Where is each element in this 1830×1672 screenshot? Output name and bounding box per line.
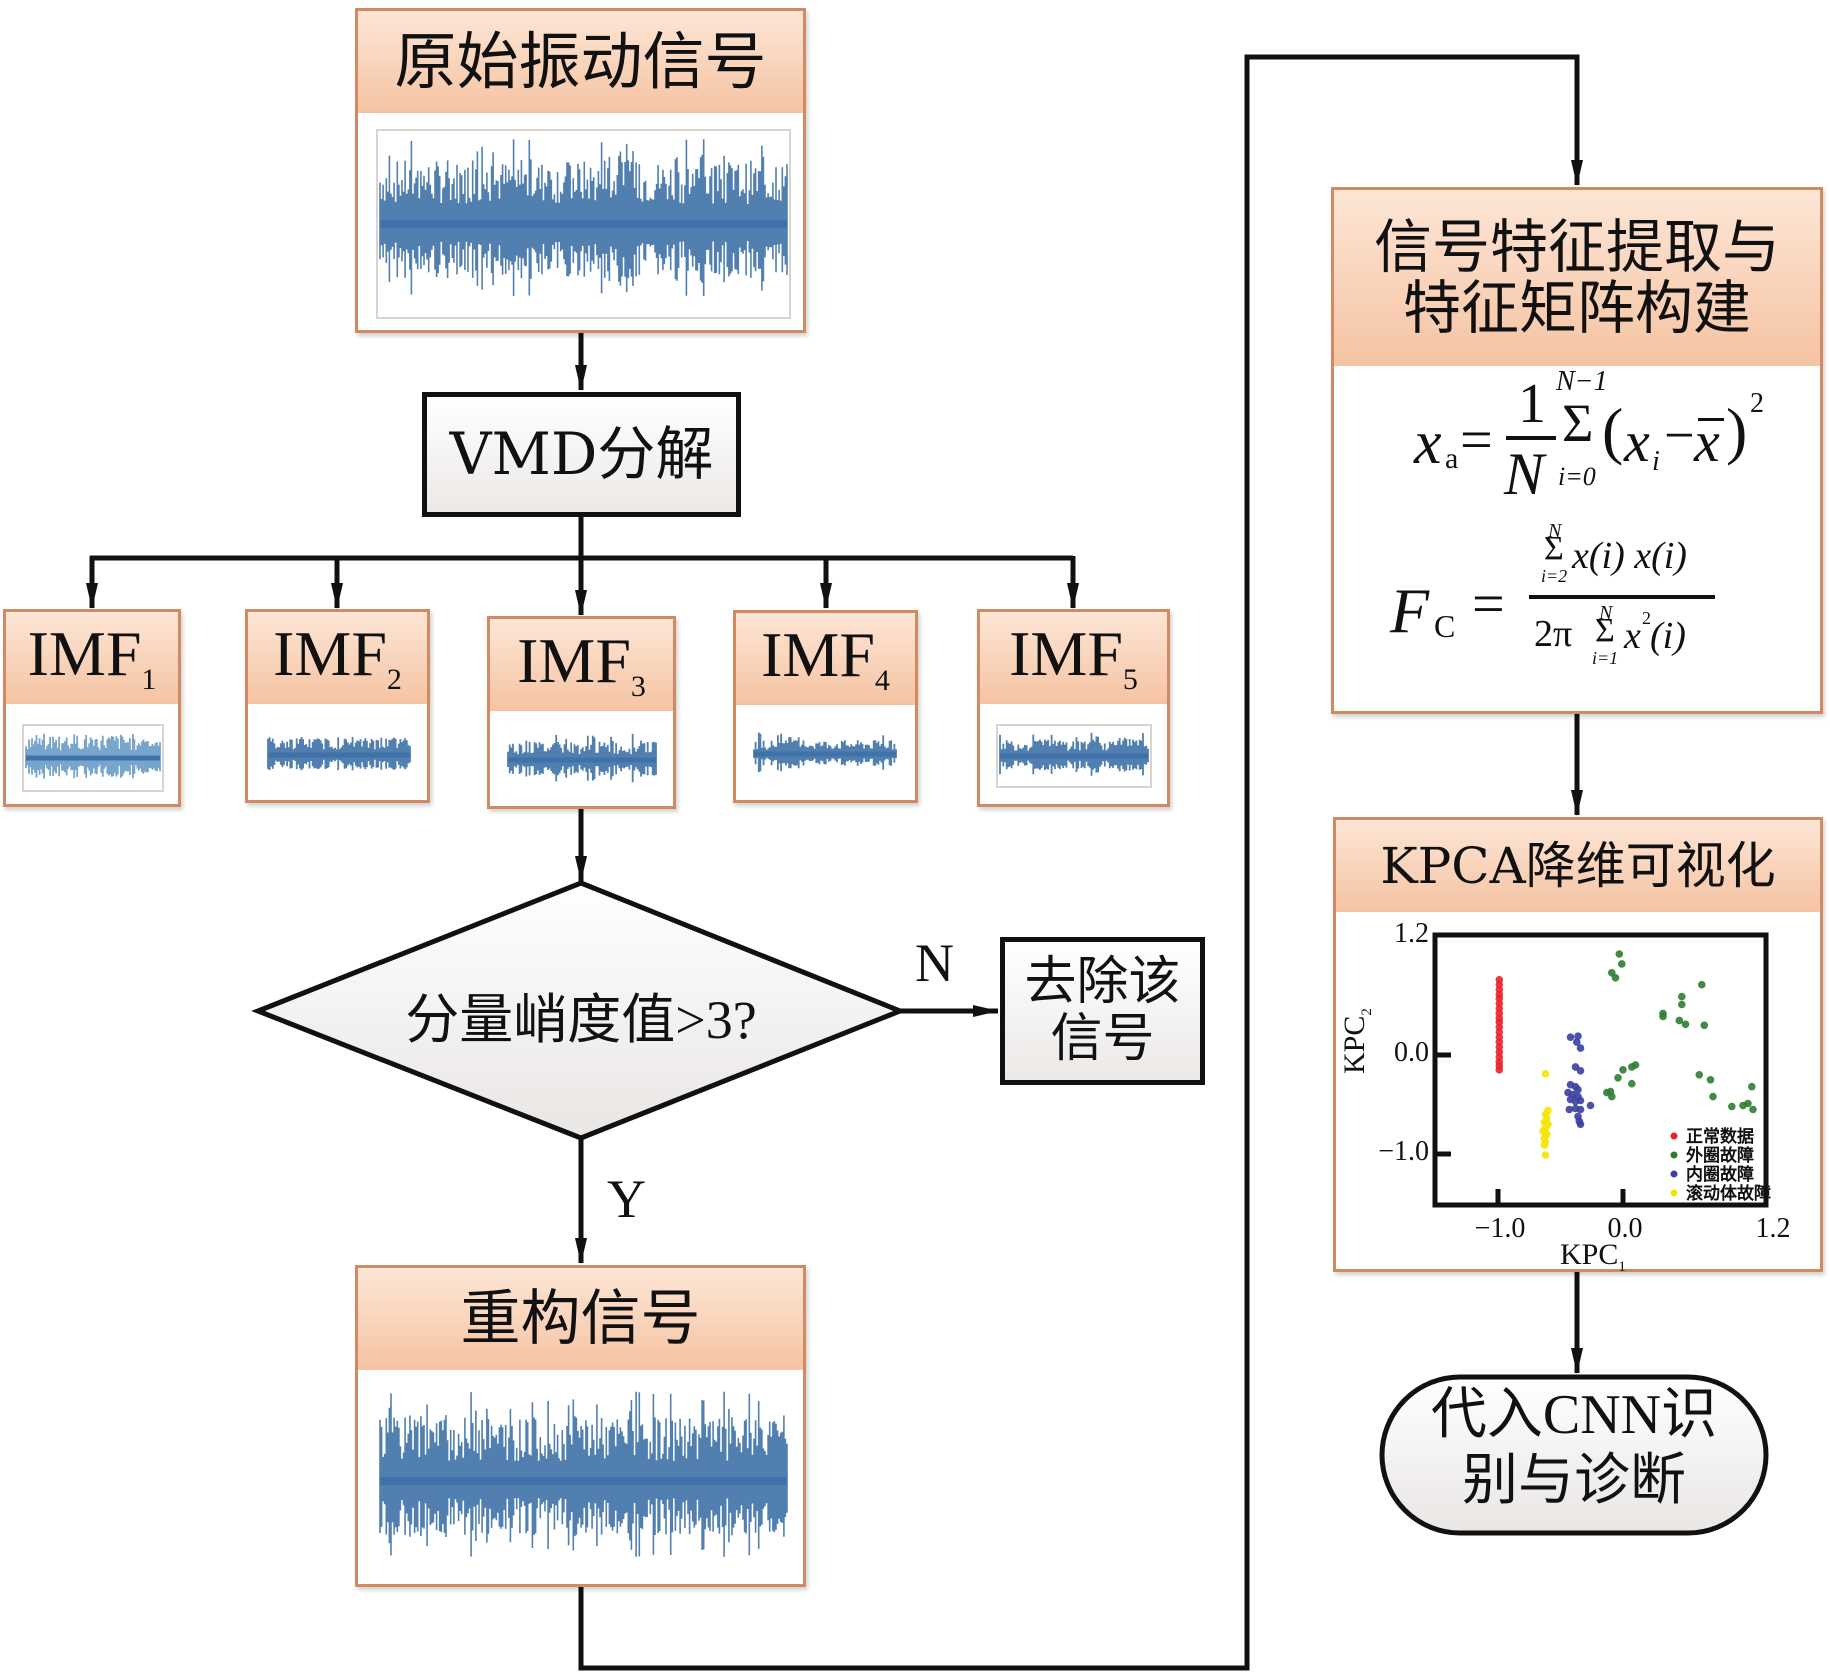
reconstruct-header: 重构信号: [358, 1268, 803, 1370]
y-tick-label: −1.0: [1378, 1136, 1429, 1167]
imf-header-3: IMF3: [490, 619, 673, 711]
imf-label-5: IMF5: [1009, 618, 1138, 697]
x-tick-label: 0.0: [1607, 1213, 1643, 1244]
imf2-waveform-icon: [267, 736, 411, 771]
edge-label-no: N: [915, 933, 954, 993]
waveform-trace: [379, 1391, 788, 1557]
x-tick-label: −1.0: [1474, 1213, 1526, 1244]
cnn-line1: 代入CNN识: [1430, 1384, 1718, 1446]
imf4-waveform-icon: [753, 732, 897, 773]
fraction-bar: [1506, 436, 1556, 440]
cnn-terminal-label: 代入CNN识 别与诊断: [1382, 1382, 1766, 1514]
imf-header-2: IMF2: [248, 612, 427, 704]
y-tick-label: 1.2: [1394, 918, 1429, 950]
imf-node-4: IMF4: [733, 610, 918, 803]
remove-signal-line1: 去除该: [1024, 951, 1181, 1012]
waveform-frame: [996, 724, 1152, 788]
cnn-terminal-shape: [1379, 1374, 1769, 1536]
formula-center-frequency: F C = N Σ i=2 x(i) x(i) 2π N Σ i=1 x 2 (…: [1334, 520, 1820, 706]
reconstruct-node: 重构信号: [355, 1265, 806, 1587]
y-tick-label: 0.0: [1394, 1037, 1429, 1068]
reconstruct-label: 重构信号: [460, 1283, 701, 1354]
route-reconstruct-to-feature: [578, 54, 1584, 1671]
imf-label-2: IMF2: [273, 618, 402, 697]
decision-diamond: [251, 880, 907, 1141]
imf-node-2: IMF2: [245, 609, 430, 803]
edge-label-yes: Y: [607, 1169, 646, 1229]
imf-label-1: IMF1: [27, 618, 157, 697]
remove-signal-node: 去除该 信号: [1000, 937, 1205, 1085]
imf-header-1: IMF1: [6, 612, 178, 704]
reconstructed-waveform-icon: [379, 1391, 788, 1557]
feature-node: 信号特征提取与 特征矩阵构建 x a = 1 N N−1 Σ i=0 ( x i…: [1331, 187, 1823, 714]
vmd-label: VMD分解: [449, 419, 714, 488]
raw-signal-header: 原始振动信号: [358, 11, 803, 113]
x-tick-label: 1.2: [1755, 1213, 1791, 1244]
feature-line2: 特征矩阵构建: [1402, 274, 1751, 342]
imf-header-4: IMF4: [736, 613, 915, 705]
waveform-frame: [22, 724, 164, 792]
imf1-waveform-icon: [22, 724, 164, 792]
raw-vibration-waveform-icon: [376, 129, 791, 319]
raw-signal-label: 原始振动信号: [394, 25, 767, 99]
xbar-overline: [1698, 418, 1724, 421]
waveform-frame: [376, 129, 791, 319]
imf-header-5: IMF5: [980, 612, 1167, 704]
feature-header: 信号特征提取与 特征矩阵构建: [1334, 190, 1820, 366]
formula-variance: x a = 1 N N−1 Σ i=0 ( x i − x ) 2: [1414, 366, 1764, 507]
imf-label-3: IMF3: [517, 625, 646, 704]
kpca-header: KPCA降维可视化: [1336, 820, 1820, 912]
imf-node-3: IMF3: [487, 616, 676, 809]
waveform-trace: [379, 139, 788, 296]
imf-node-5: IMF5: [977, 609, 1170, 807]
imf3-waveform-icon: [507, 733, 657, 783]
fraction-bar-2: [1529, 595, 1715, 599]
kpca-label: KPCA降维可视化: [1380, 836, 1776, 895]
feature-line1: 信号特征提取与: [1373, 213, 1780, 282]
remove-signal-line2: 信号: [1050, 1009, 1155, 1069]
vmd-node: VMD分解: [422, 392, 741, 517]
cnn-line2: 别与诊断: [1462, 1450, 1686, 1512]
raw-signal-node: 原始振动信号: [355, 8, 806, 333]
imf-node-1: IMF1: [3, 609, 181, 807]
imf-label-4: IMF4: [761, 619, 890, 698]
y-axis-label: KPC2: [1338, 1008, 1375, 1074]
x-axis-label: KPC1: [1560, 1238, 1626, 1275]
decision-label: 分量峭度值>3?: [405, 990, 757, 1050]
imf5-waveform-icon: [996, 724, 1152, 788]
